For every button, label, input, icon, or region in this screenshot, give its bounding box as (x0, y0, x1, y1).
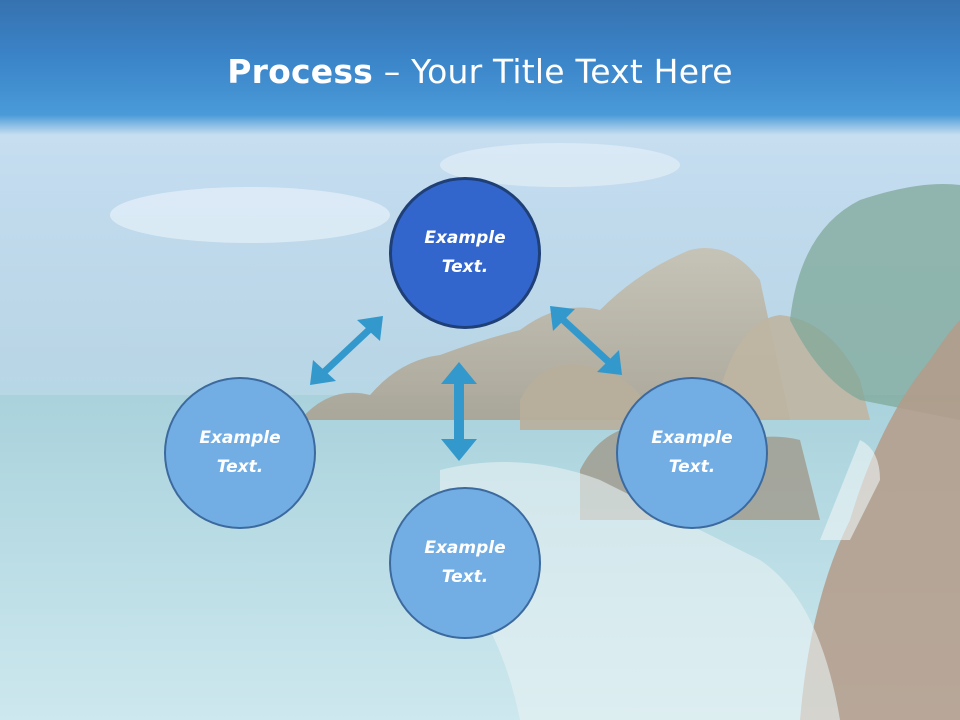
process-node-top-text: Example Text. (424, 228, 506, 277)
arrow-top-right (550, 306, 622, 375)
process-node-left: Example Text. (164, 377, 316, 529)
process-node-top: Example Text. (389, 177, 541, 329)
process-node-right: Example Text. (616, 377, 768, 529)
title-rest: – Your Title Text Here (373, 52, 733, 91)
slide-title: Process – Your Title Text Here (0, 52, 960, 91)
title-bar (0, 0, 960, 135)
process-node-right-text: Example Text. (651, 428, 733, 477)
process-node-bottom-text: Example Text. (424, 538, 506, 587)
process-node-bottom: Example Text. (389, 487, 541, 639)
title-bold: Process (227, 52, 374, 91)
arrow-top-left (310, 316, 383, 385)
arrow-vertical (441, 362, 477, 461)
process-node-left-text: Example Text. (199, 428, 281, 477)
